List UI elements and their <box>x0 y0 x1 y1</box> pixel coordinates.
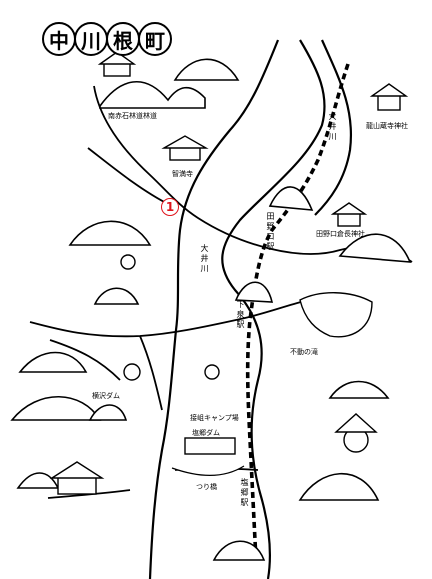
label-chikyoji: 智満寺 <box>172 170 193 178</box>
label-station-tanoguchi: 田野口駅 <box>266 212 275 252</box>
label-fudo-waterfall: 不動の滝 <box>290 348 318 356</box>
mountains <box>10 58 412 561</box>
route-marker-1: 1 <box>161 198 179 216</box>
label-tanoyama-shrine: 田野口倉長神社 <box>316 230 365 238</box>
label-hozawa-shrine: 龍山蔵寺神社 <box>366 122 408 130</box>
title-char-3: 根 <box>106 22 140 56</box>
label-dam-north: 横沢ダム <box>92 392 120 400</box>
structures <box>49 51 409 495</box>
label-station-shimoizumi: 下泉駅 <box>236 300 245 330</box>
label-suspension-bridge: つり橋 <box>196 483 217 491</box>
river <box>148 39 352 579</box>
label-camp: 接岨キャンプ場 <box>190 414 239 422</box>
title-char-4: 町 <box>138 22 172 56</box>
label-forest-road: 南赤石林道林道 <box>108 112 157 120</box>
label-dam-south: 塩郷ダム <box>192 429 220 437</box>
title-char-2: 川 <box>74 22 108 56</box>
railway <box>245 63 350 561</box>
label-station-shiogo: 塩郷駅 <box>240 478 249 508</box>
label-rail-top: 大井川 <box>328 112 337 142</box>
label-river-upper: 大井川 <box>200 244 209 274</box>
title-char-1: 中 <box>42 22 76 56</box>
